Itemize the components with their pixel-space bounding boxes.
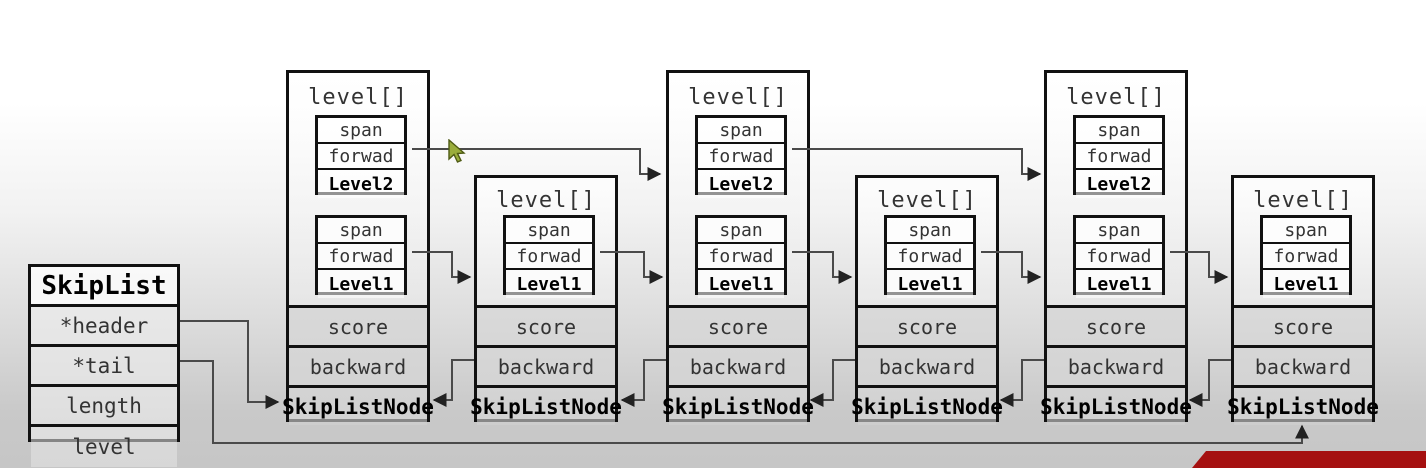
node-3-backward: backward [669,345,807,385]
node-2-level-array-label: level[] [496,188,596,213]
node-6-level1-group: span forwad Level1 [1260,215,1352,298]
skiplist-field-tail: *tail [31,347,177,387]
node-3-level1-forward: forwad [698,244,784,270]
node-3-level1-group: span forwad Level1 [695,215,787,298]
skiplist-struct-title: SkipList [31,267,177,307]
wire-backward-node2-to-node1 [432,359,474,407]
node-3-level1-label: Level1 [698,270,784,298]
skiplist-node-1: level[] span forwad Level2 span forwad L… [282,70,434,425]
node-1-level1-span: span [318,218,404,244]
node-3-level-array-label: level[] [688,85,788,110]
node-2-backward: backward [477,345,615,385]
node-5-score: score [1047,305,1185,345]
node-1-level1-forward: forwad [318,244,404,270]
node-5-level1-forward: forwad [1076,244,1162,270]
skiplist-field-level: level [31,427,177,467]
node-1-backward: backward [289,345,427,385]
node-1-level1-group: span forwad Level1 [315,215,407,298]
node-5-level2-forward: forwad [1076,144,1162,170]
node-4-level1-forward: forwad [887,244,973,270]
node-6-backward: backward [1234,345,1372,385]
node-5-level2-label: Level2 [1076,170,1162,198]
wire-level2-node3-to-node5 [792,148,1042,181]
node-6-type: SkipListNode [1227,385,1379,425]
watermark-text [1218,454,1226,468]
node-4-backward: backward [858,345,996,385]
node-4-score: score [858,305,996,345]
node-4-level1-span: span [887,218,973,244]
node-3-level2-label: Level2 [698,170,784,198]
node-6-level1-span: span [1263,218,1349,244]
skiplist-node-2: level[] span forwad Level1 score backwar… [470,175,622,425]
node-4-level1-label: Level1 [887,270,973,298]
node-3-score: score [669,305,807,345]
node-1-level2-forward: forwad [318,144,404,170]
node-6-level1-forward: forwad [1263,244,1349,270]
wire-backward-node3-to-node2 [620,359,666,407]
node-4-level-array-label: level[] [877,188,977,213]
node-3-type: SkipListNode [662,385,814,425]
node-2-type: SkipListNode [470,385,622,425]
node-3-level1-span: span [698,218,784,244]
node-1-level2-label: Level2 [318,170,404,198]
node-6-level1-label: Level1 [1263,270,1349,298]
node-4-type: SkipListNode [851,385,1003,425]
node-5-level2-group: span forwad Level2 [1073,115,1165,198]
node-6-level-array-label: level[] [1253,188,1353,213]
skiplist-field-header: *header [31,307,177,347]
node-5-level1-span: span [1076,218,1162,244]
skiplist-node-4: level[] span forwad Level1 score backwar… [851,175,1003,425]
node-1-level-array-label: level[] [308,85,408,110]
node-2-level1-group: span forwad Level1 [503,215,595,298]
node-5-level1-label: Level1 [1076,270,1162,298]
node-1-level2-group: span forwad Level2 [315,115,407,198]
skiplist-node-6: level[] span forwad Level1 score backwar… [1227,175,1379,425]
node-4-level1-group: span forwad Level1 [884,215,976,298]
node-1-level1-label: Level1 [318,270,404,298]
mouse-pointer-icon [448,139,466,163]
node-5-level-array-label: level[] [1066,85,1166,110]
node-5-level1-group: span forwad Level1 [1073,215,1165,298]
node-6-score: score [1234,305,1372,345]
node-5-level2-span: span [1076,118,1162,144]
skiplist-struct-box: SkipList *header *tail length level [28,264,180,467]
node-2-level1-forward: forwad [506,244,592,270]
wire-header-to-node1 [180,320,280,409]
node-3-level2-forward: forwad [698,144,784,170]
wire-backward-node6-to-node5 [1188,359,1231,407]
skiplist-node-3: level[] span forwad Level2 span forwad L… [662,70,814,425]
wire-backward-node4-to-node3 [809,359,855,407]
node-1-level2-span: span [318,118,404,144]
wire-backward-node5-to-node4 [999,359,1044,407]
node-3-level2-span: span [698,118,784,144]
node-5-backward: backward [1047,345,1185,385]
skiplist-field-length: length [31,387,177,427]
node-2-level1-span: span [506,218,592,244]
node-3-level2-group: span forwad Level2 [695,115,787,198]
node-5-type: SkipListNode [1040,385,1192,425]
skiplist-node-5: level[] span forwad Level2 span forwad L… [1040,70,1192,425]
node-2-score: score [477,305,615,345]
node-1-score: score [289,305,427,345]
watermark-banner [1192,451,1426,468]
node-1-type: SkipListNode [282,385,434,425]
wire-level2-node1-to-node3 [412,148,662,181]
node-2-level1-label: Level1 [506,270,592,298]
